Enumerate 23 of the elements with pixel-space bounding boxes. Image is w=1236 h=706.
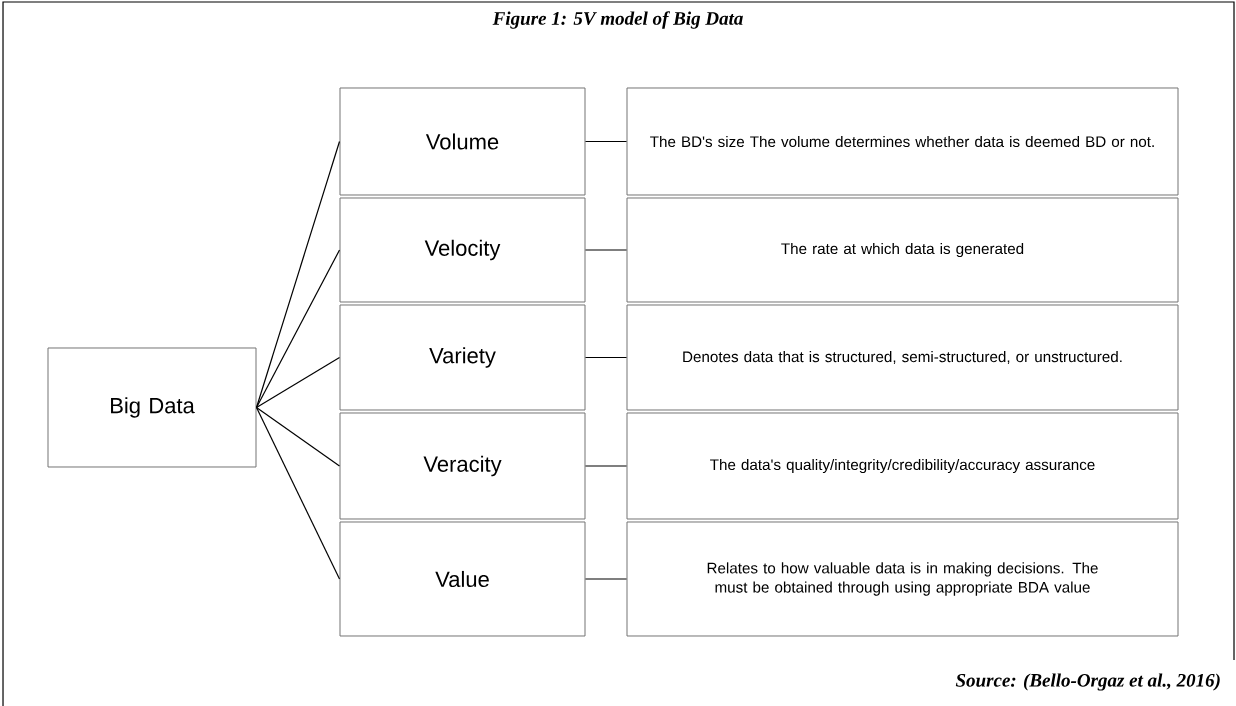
description-box: The data's quality/integrity/credibility/accuracy assurance [626, 412, 1179, 520]
description-box: Denotes data that is structured, semi-structured, or unstructured. [626, 304, 1179, 411]
connector-line [584, 465, 628, 467]
category-box: Value [339, 521, 586, 637]
description-box: The rate at which data is generated [626, 197, 1179, 303]
connector-line [255, 406, 341, 467]
category-box: Veracity [339, 412, 586, 520]
connector-line [255, 406, 341, 580]
description-box: Relates to how valuable data is in making decisions. The must be obtained through using appropriate BDA value [626, 521, 1179, 637]
category-box: Velocity [339, 197, 586, 303]
source-caption: Source: (Bello-Orgaz et al., 2016) [955, 673, 1220, 691]
connector-line [255, 140, 341, 409]
concept-box: Big Data [47, 347, 257, 468]
category-box: Variety [339, 304, 586, 411]
connector-line [584, 356, 628, 359]
category-box: Volume [339, 87, 586, 196]
connector-line [584, 578, 628, 580]
connector-line [255, 249, 341, 409]
connector-line [584, 140, 628, 143]
figure-title: Figure 1: 5V model of Big Data [492, 11, 743, 29]
description-box: The BD's size The volume determines whether data is deemed BD or not. [626, 87, 1179, 196]
connector-line [255, 356, 341, 409]
connector-line [584, 249, 628, 251]
